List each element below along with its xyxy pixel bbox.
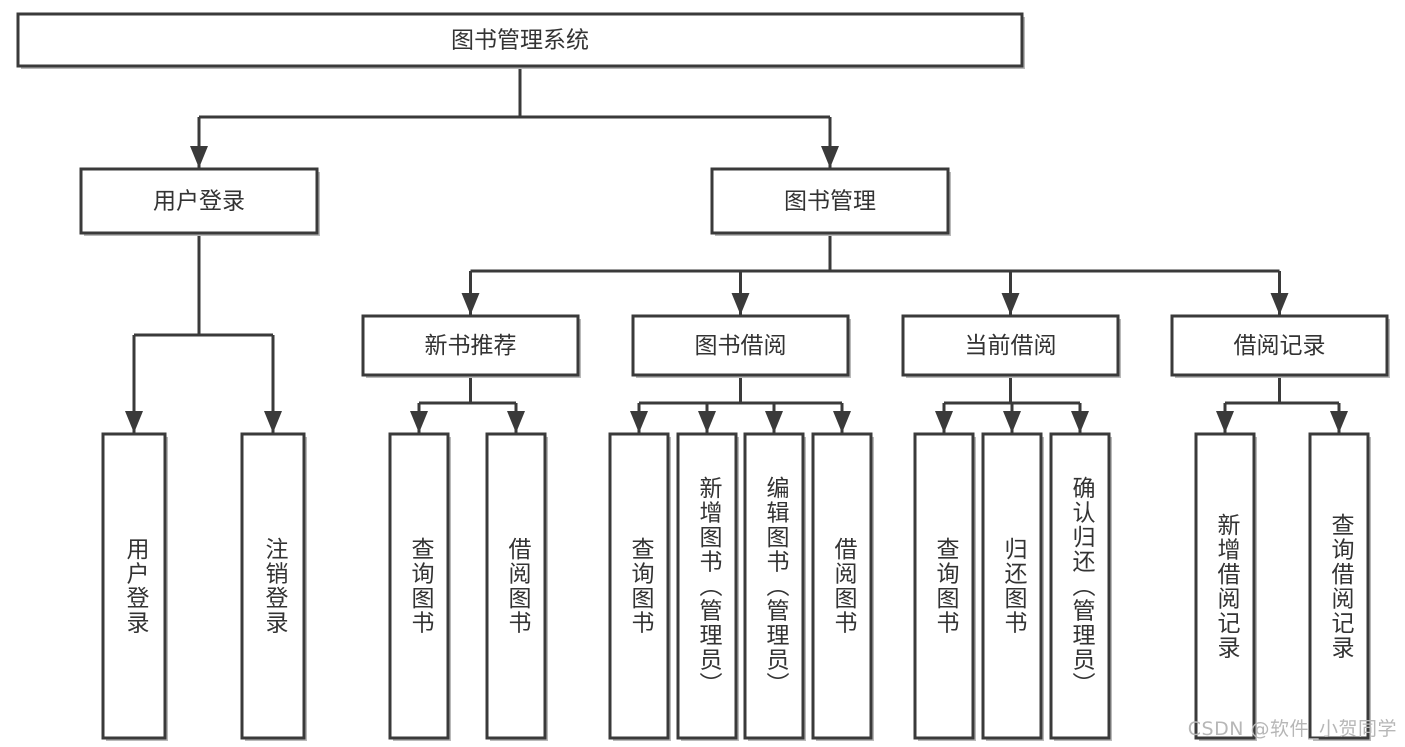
watermark-credit: CSDN @软件_小贺同学 (1187, 718, 1397, 740)
arrowhead-icon (935, 411, 953, 433)
node-box-leaf-user-login[interactable] (101, 432, 167, 740)
node-box-leaf-return-book[interactable] (981, 432, 1043, 740)
arrowhead-icon (190, 146, 208, 168)
arrowhead-icon (125, 411, 143, 433)
node-box-leaf-query-book-3[interactable] (913, 432, 975, 740)
node-label-book-borrow: 图书借阅 (695, 333, 787, 359)
arrowhead-icon (698, 411, 716, 433)
arrowhead-icon (461, 293, 480, 315)
arrowhead-icon (1003, 411, 1021, 433)
node-label-new-book-rec: 新书推荐 (425, 333, 517, 359)
node-box-leaf-confirm-return[interactable] (1049, 432, 1111, 740)
arrowhead-icon (1270, 293, 1289, 315)
node-label-root: 图书管理系统 (451, 28, 589, 54)
arrowhead-icon (821, 146, 839, 168)
node-box-leaf-edit-book[interactable] (743, 432, 805, 740)
node-box-leaf-query-record[interactable] (1308, 432, 1370, 740)
arrowhead-icon (1001, 293, 1020, 315)
node-box-book-borrow[interactable] (631, 314, 850, 377)
arrowhead-icon (765, 411, 783, 433)
arrowhead-icon (1216, 411, 1234, 433)
arrowhead-icon (1330, 411, 1348, 433)
node-box-user-login[interactable] (79, 167, 319, 235)
node-boxes (16, 12, 1390, 741)
node-box-leaf-query-book-1[interactable] (388, 432, 450, 740)
node-box-leaf-add-record[interactable] (1194, 432, 1256, 740)
node-box-leaf-borrow-book-2[interactable] (811, 432, 873, 740)
arrowhead-icon (264, 411, 282, 433)
node-box-leaf-logout[interactable] (240, 432, 306, 740)
arrowhead-icon (731, 293, 750, 315)
node-label-borrow-record: 借阅记录 (1234, 333, 1326, 359)
node-label-book-manage: 图书管理 (784, 189, 876, 215)
node-box-root[interactable] (16, 12, 1024, 68)
node-box-book-manage[interactable] (710, 167, 950, 235)
arrowhead-icon (630, 411, 648, 433)
node-box-new-book-rec[interactable] (361, 314, 580, 377)
arrowhead-icon (410, 411, 428, 433)
arrowhead-icon (833, 411, 851, 433)
node-label-user-login: 用户登录 (153, 189, 245, 215)
node-box-leaf-add-book[interactable] (676, 432, 738, 740)
node-box-leaf-query-book-2[interactable] (608, 432, 670, 740)
arrowhead-icon (507, 411, 525, 433)
node-box-current-borrow[interactable] (901, 314, 1120, 377)
arrowhead-icon (1071, 411, 1089, 433)
node-box-leaf-borrow-book-1[interactable] (485, 432, 547, 740)
connector-edges (125, 66, 1348, 433)
node-label-current-borrow: 当前借阅 (965, 333, 1057, 359)
node-box-borrow-record[interactable] (1170, 314, 1389, 377)
